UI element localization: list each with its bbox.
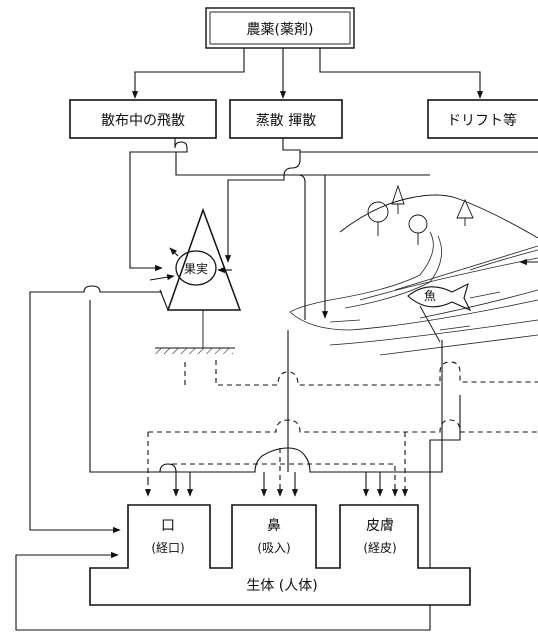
organ-distribution-lines — [90, 300, 442, 496]
organ-mouth-name: 口 — [161, 518, 175, 534]
pathway-drift-etc-label: ドリフト等 — [447, 112, 517, 129]
organ-nose-name: 鼻 — [267, 517, 281, 534]
organ-nose-route: (吸入) — [257, 541, 290, 555]
pathway-drift-etc-box: ドリフト等 — [428, 100, 538, 138]
source-title: 農薬(薬剤) — [247, 22, 314, 38]
pathway-spray-drift-label: 散布中の飛散 — [101, 113, 185, 129]
source-box: 農薬(薬剤) — [206, 8, 354, 48]
body-label: 生体 (人体) — [246, 578, 317, 594]
organ-skin-route: (経皮) — [363, 541, 396, 555]
pathway-spray-drift-box: 散布中の飛散 — [70, 100, 216, 138]
crop-tree — [155, 210, 240, 354]
source-arrows — [135, 48, 480, 98]
pathway-evaporation-box: 蒸散 揮散 — [230, 100, 342, 138]
organ-mouth-route: (経口) — [151, 541, 184, 555]
crop-fruit-label: 果実 — [184, 261, 208, 276]
pathway-connectors — [130, 138, 538, 320]
pathway-evaporation-label: 蒸散 揮散 — [256, 113, 316, 129]
environment-dashed-lines — [148, 360, 538, 496]
landscape-hills — [340, 186, 538, 245]
organ-skin-name: 皮膚 — [366, 518, 394, 534]
river — [290, 232, 538, 355]
fish-label: 魚 — [424, 289, 436, 303]
